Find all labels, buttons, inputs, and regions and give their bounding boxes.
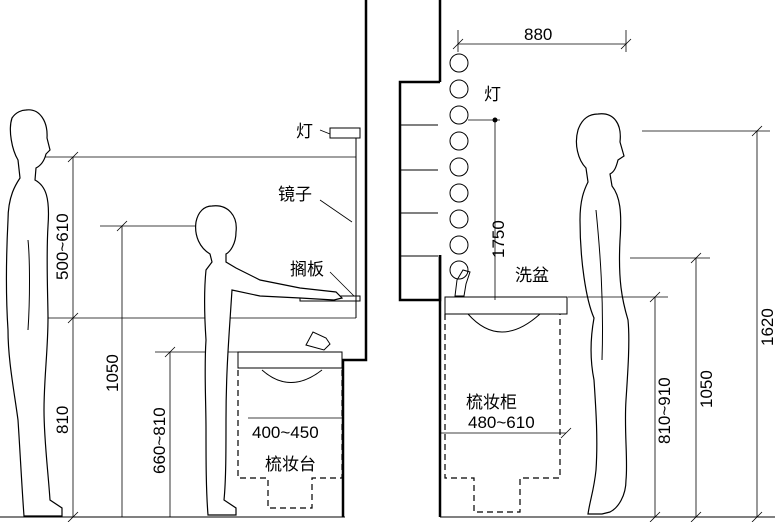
left-shelf-label: 搁板 bbox=[290, 260, 324, 280]
tick bbox=[751, 125, 763, 137]
tick bbox=[690, 511, 702, 522]
leader-lamp bbox=[319, 129, 331, 135]
left-lamp-label: 灯 bbox=[296, 122, 313, 142]
left-dim-depth: 400~450 bbox=[252, 423, 319, 442]
right-faucet-icon bbox=[454, 269, 471, 297]
tick bbox=[751, 511, 763, 522]
tick bbox=[67, 151, 79, 163]
tick bbox=[116, 220, 128, 232]
left-dim-shelf: 1050 bbox=[103, 354, 122, 392]
adult-arm-line bbox=[27, 239, 30, 331]
light-bulb-icon bbox=[449, 79, 469, 99]
left-lamp-icon bbox=[329, 127, 361, 139]
light-bulb-icon bbox=[449, 235, 469, 255]
left-dim-child: 660~810 bbox=[150, 407, 169, 474]
adult-right-arm-line bbox=[595, 209, 604, 361]
light-bulb-icon bbox=[449, 157, 469, 177]
left-wall bbox=[341, 0, 368, 517]
right-vanity-cabinet bbox=[444, 314, 561, 513]
right-dim-eye: 1620 bbox=[758, 308, 775, 346]
right-lamp-label: 灯 bbox=[484, 85, 501, 105]
left-faucet-icon bbox=[305, 331, 331, 351]
tick bbox=[560, 427, 572, 439]
right-scene: 880 灯 洗盆 梳妆柜 1750 480~610 810~910 1050 1… bbox=[398, 0, 775, 522]
left-dim-mirror-height: 500~610 bbox=[53, 213, 72, 280]
right-light-column bbox=[449, 53, 469, 280]
right-mirror-cabinet bbox=[398, 80, 442, 302]
right-basin-bowl bbox=[467, 313, 541, 333]
right-dim-lights: 1750 bbox=[489, 220, 508, 258]
right-dim-shelf: 1050 bbox=[697, 370, 716, 408]
light-bulb-icon bbox=[449, 131, 469, 151]
left-vanity-top bbox=[237, 351, 343, 369]
tick bbox=[164, 346, 176, 358]
right-dim-cabinet-width: 480~610 bbox=[468, 413, 535, 432]
tick bbox=[620, 38, 632, 50]
tick bbox=[649, 511, 661, 522]
right-basin-top bbox=[444, 296, 568, 315]
left-vanity-basin bbox=[261, 369, 323, 383]
tick bbox=[452, 38, 464, 50]
tick bbox=[649, 291, 661, 303]
tick bbox=[690, 252, 702, 264]
left-dim-counter: 810 bbox=[53, 406, 72, 434]
tick bbox=[67, 312, 79, 324]
leader-shelf bbox=[329, 271, 355, 297]
adult-figure bbox=[5, 109, 63, 517]
leader-mirror bbox=[319, 199, 353, 223]
light-bulb-icon bbox=[449, 209, 469, 229]
left-mirror-label: 镜子 bbox=[278, 185, 312, 205]
right-dim-width: 880 bbox=[524, 25, 552, 44]
child-figure bbox=[195, 205, 344, 516]
light-bulb-icon bbox=[449, 260, 469, 280]
tick bbox=[67, 511, 79, 522]
right-cabinet-label: 梳妆柜 bbox=[466, 393, 517, 413]
right-dim-basin: 810~910 bbox=[655, 377, 674, 444]
left-scene: 灯 镜子 搁板 梳妆台 500~610 810 1050 660~810 400… bbox=[0, 0, 368, 522]
light-bulb-icon bbox=[449, 183, 469, 203]
light-bulb-icon bbox=[449, 105, 469, 125]
right-basin-label: 洗盆 bbox=[515, 266, 549, 286]
light-bulb-icon bbox=[449, 53, 469, 73]
left-vanity-label: 梳妆台 bbox=[265, 455, 316, 475]
left-vanity-cabinet bbox=[237, 370, 343, 509]
